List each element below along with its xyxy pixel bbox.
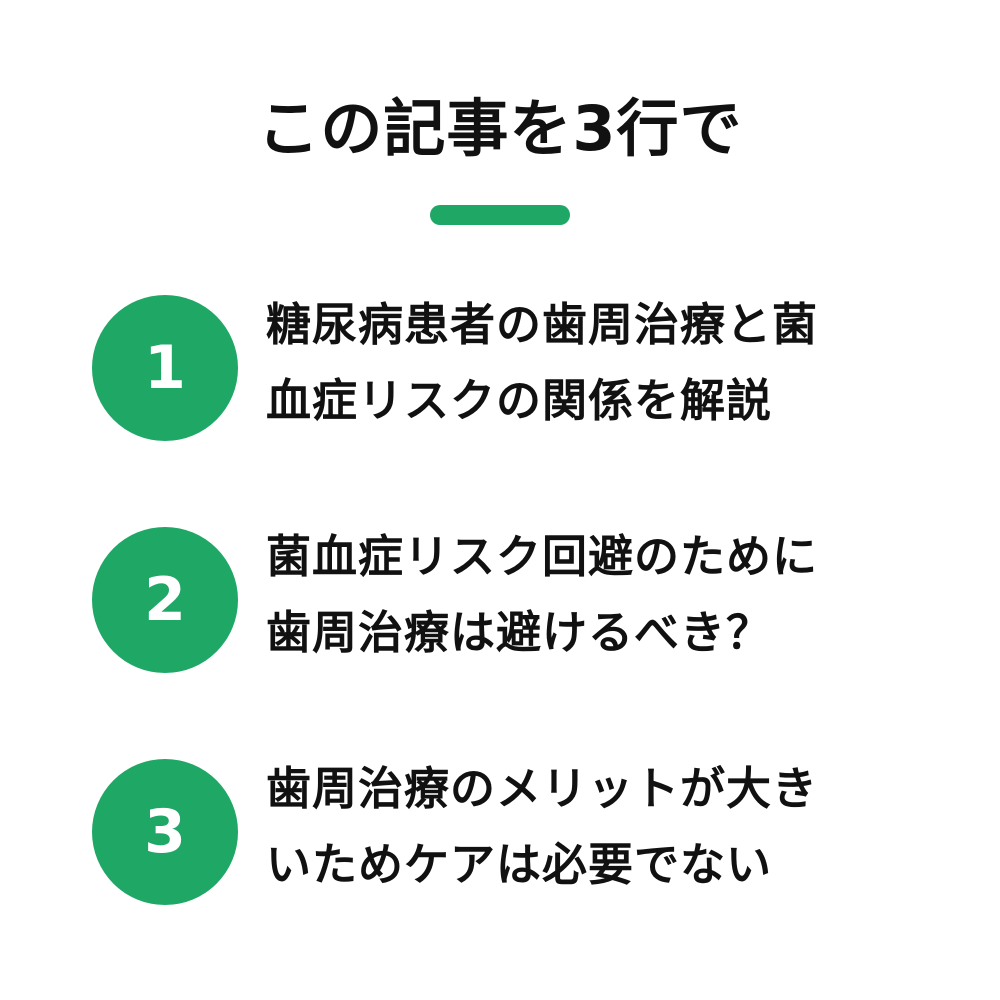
summary-text-1: 糖尿病患者の歯周治療と菌 血症リスクの関係を解説: [266, 287, 926, 439]
title-underline: [430, 205, 570, 225]
page-title: この記事を3行で: [257, 92, 743, 165]
summary-line: 血症リスクの関係を解説: [266, 374, 773, 427]
summary-line: 歯周治療は避けるべき？: [266, 606, 773, 659]
summary-text-3: 歯周治療のメリットが大き いためケアは必要でない: [266, 751, 926, 903]
summary-item-3: 3 歯周治療のメリットが大き いためケアは必要でない: [92, 759, 932, 909]
summary-item-2: 2 菌血症リスク回避のために 歯周治療は避けるべき？: [92, 527, 932, 677]
summary-line: いためケアは必要でない: [266, 838, 773, 891]
summary-line: 菌血症リスク回避のために: [266, 530, 819, 583]
number-badge-2: 2: [92, 527, 238, 673]
summary-line: 糖尿病患者の歯周治療と菌: [266, 298, 819, 351]
number-badge-3: 3: [92, 759, 238, 905]
number-badge-1: 1: [92, 295, 238, 441]
summary-item-1: 1 糖尿病患者の歯周治療と菌 血症リスクの関係を解説: [92, 295, 932, 445]
summary-line: 歯周治療のメリットが大き: [266, 762, 819, 815]
summary-text-2: 菌血症リスク回避のために 歯周治療は避けるべき？: [266, 519, 926, 671]
